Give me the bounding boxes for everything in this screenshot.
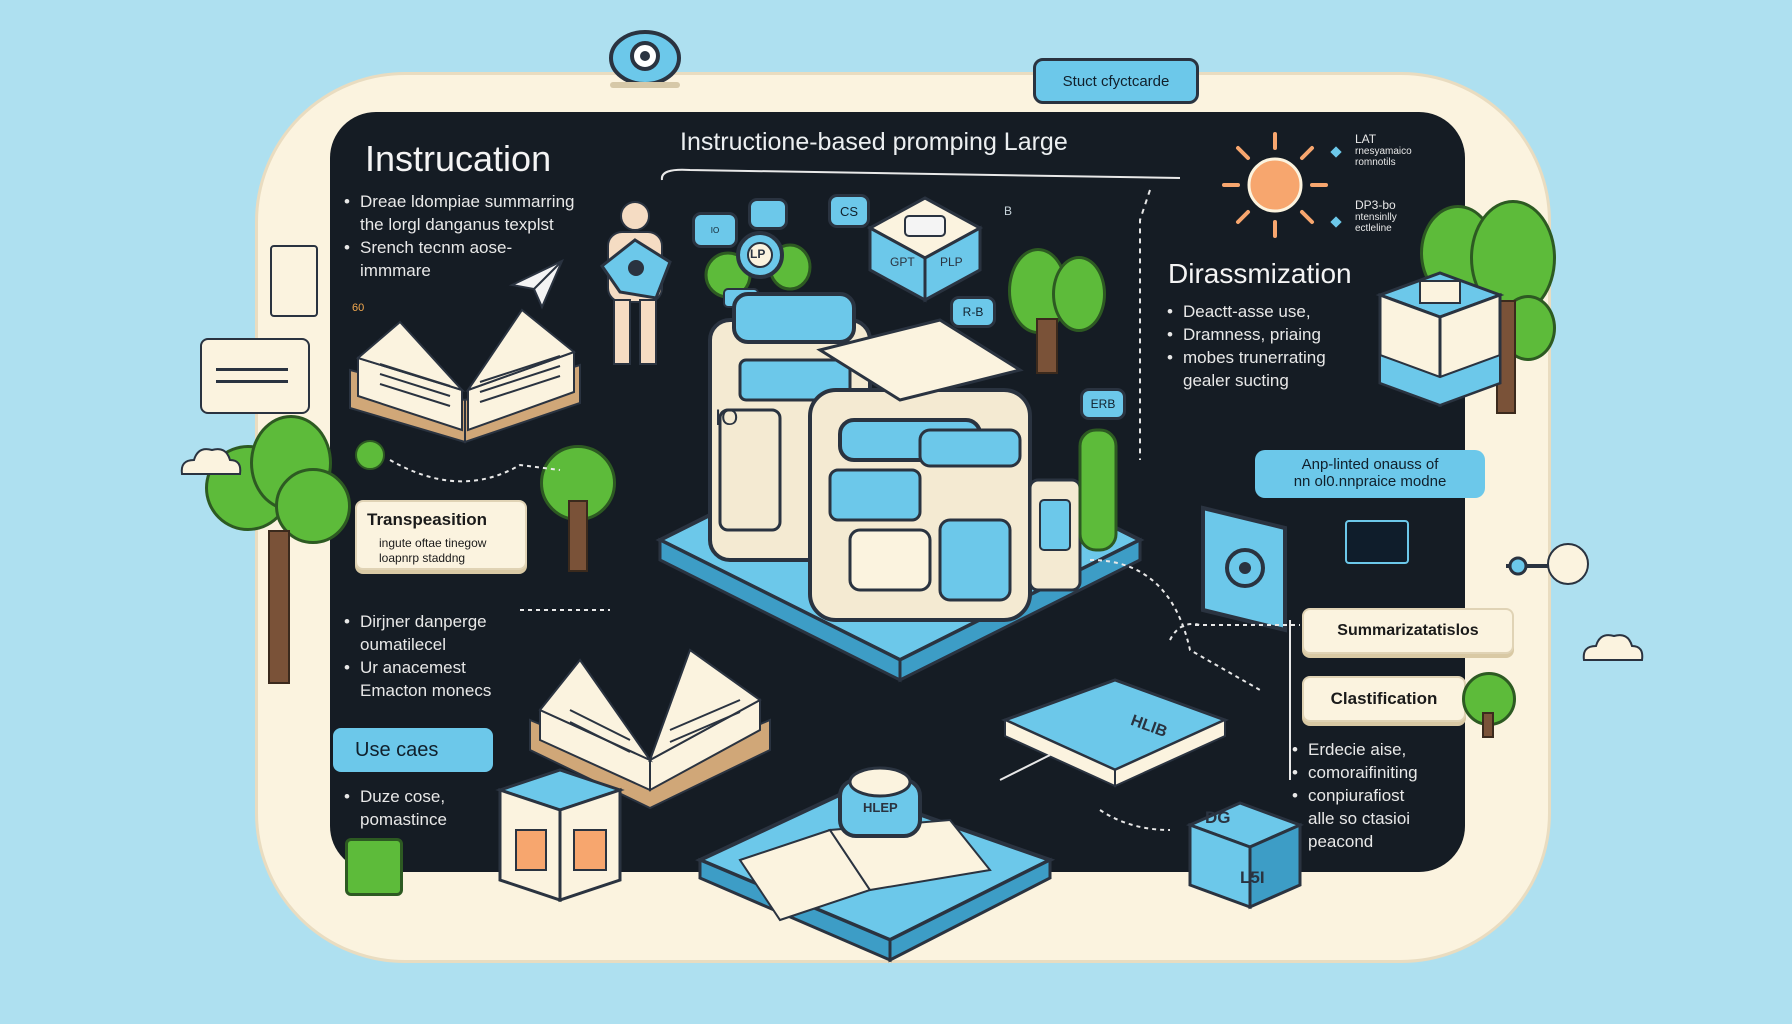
cs-chip: CS [828,194,870,228]
classification-box: Clastification [1302,676,1466,722]
gpt-label: GPT [890,255,915,269]
chip-bubble: IO [692,212,738,248]
note-block: LAT rnesyamaico romnotils [1355,132,1412,168]
list-item: Dreae ldompiae summarring [342,190,574,213]
lp-magnifier-icon [704,231,812,308]
note-line: rnesyamaico [1355,146,1412,157]
camera-icon [609,30,681,88]
classification-bullets: Erdecie aise, comoraifiniting conpiurafi… [1290,738,1418,853]
erb-chip: ERB [1080,388,1126,420]
list-item-continuation: gealer sucting [1183,371,1289,390]
left-panel-bullets: Dreae ldompiae summarring the lorgl dang… [342,190,574,282]
chip-bubble [748,198,788,230]
cloud-icon [180,448,242,475]
note-block: DP3-bo ntensinlly ectleline [1355,198,1397,234]
note-line: ectleline [1355,223,1392,234]
main-title: Instructione-based promping Large [680,128,1068,156]
mini-screen [1345,520,1409,564]
transpeasition-title: Transpeasition [367,510,487,529]
erb-chip-text: ERB [1090,397,1116,411]
right-panel-title: Dirassmization [1168,258,1352,289]
b-label: B [1004,204,1013,218]
tree-trunk [1036,318,1058,374]
tablet-illustration [1201,505,1287,633]
rb-chip: R-B [950,296,996,328]
list-item-continuation: immmare [360,261,431,280]
lp-label: LP [750,247,766,261]
list-item: Duze cose, [342,785,447,808]
note-title: LAT [1355,132,1377,146]
server-box-illustration [1375,271,1505,408]
list-item-continuation: oumatilecel [360,635,446,654]
paper-plane-icon [508,258,564,310]
list-item: Deactt-asse use, [1165,300,1326,323]
list-item-continuation: alle so ctasioi [1308,809,1411,828]
cloud-icon [1582,634,1644,661]
tree-trunk [268,530,290,684]
green-dot [355,440,385,470]
callout-line1: Anp-linted onauss of [1301,456,1439,473]
note-line: ntensinlly [1355,212,1397,223]
list-item: Srench tecnm aose- [342,236,574,259]
transpeasition-line2: loapnrp staddng [379,551,466,565]
tree-crown [1052,256,1106,332]
list-item: Dirjner danperge [342,610,491,633]
right-panel-bullets: Deactt-asse use, Dramness, priaing mobes… [1165,300,1326,392]
io-label: IO [715,405,739,430]
use-cases-bullets: Duze cose, pomastince [342,785,447,831]
rb-chip-text: R-B [962,305,984,319]
classification-label: Clastification [1330,689,1438,708]
gpt-cube-illustration [866,196,984,303]
key-icon [1506,543,1589,585]
sun-icon [1222,132,1328,238]
tree-trunk [1482,712,1494,738]
left-panel-title: Instrucation [365,138,552,179]
list-item: comoraifiniting [1290,761,1418,784]
hlep-label: HLEP [863,800,898,815]
list-item: mobes trunerrating [1165,346,1326,369]
top-label-text: Stuct cfyctcarde [1062,72,1170,90]
dg-label: DG [1205,808,1231,827]
list-item-continuation: the lorgl danganus texplst [360,215,554,234]
tree-trunk [568,500,588,572]
hlep-platform-illustration [695,766,1056,963]
plp-label: PLP [940,255,963,269]
document-icon [270,245,318,317]
note-title: DP3-bo [1355,198,1396,212]
transpeasition-box: Transpeasition ingute oftae tinegow loap… [355,500,527,570]
person-figure [599,201,672,365]
chip-text: IO [710,225,720,235]
list-item-continuation: peacond [1308,832,1374,851]
tree-crown [1462,672,1516,726]
list-item: Erdecie aise, [1290,738,1418,761]
list-item: conpiurafiost [1290,784,1418,807]
note-line: romnotils [1355,157,1396,168]
transpeasition-line1: ingute oftae tinegow [379,536,487,550]
use-cases-label: Use caes [355,738,439,761]
list-item-continuation: pomastince [360,810,447,829]
green-block [345,838,403,896]
cube-illustration [495,768,625,903]
ls-label: L5I [1240,868,1265,887]
callout-line2: nn ol0.nnpraice modne [1293,473,1447,490]
summarization-box: Summarizatatislos [1302,608,1514,654]
open-book-illustration [529,648,771,810]
use-cases-label-box: Use caes [333,728,493,772]
book-illustration [1001,678,1229,788]
summarization-label: Summarizatatislos [1337,622,1479,639]
dg-cube-illustration [1185,801,1305,910]
top-label-box: Stuct cfyctcarde [1033,58,1199,104]
callout-box: Anp-linted onauss of nn ol0.nnpraice mod… [1255,450,1485,498]
left-number: 60 [352,302,365,314]
open-book-illustration [349,308,581,444]
list-item: Ur anacemest [342,656,491,679]
list-item: Dramness, priaing [1165,323,1326,346]
list-item-continuation: Emacton monecs [360,681,492,700]
left-mid-bullets: Dirjner danperge oumatilecel Ur anacemes… [342,610,491,702]
cs-chip-text: CS [839,203,859,219]
central-building-illustration [655,292,1145,683]
side-card [200,338,310,414]
